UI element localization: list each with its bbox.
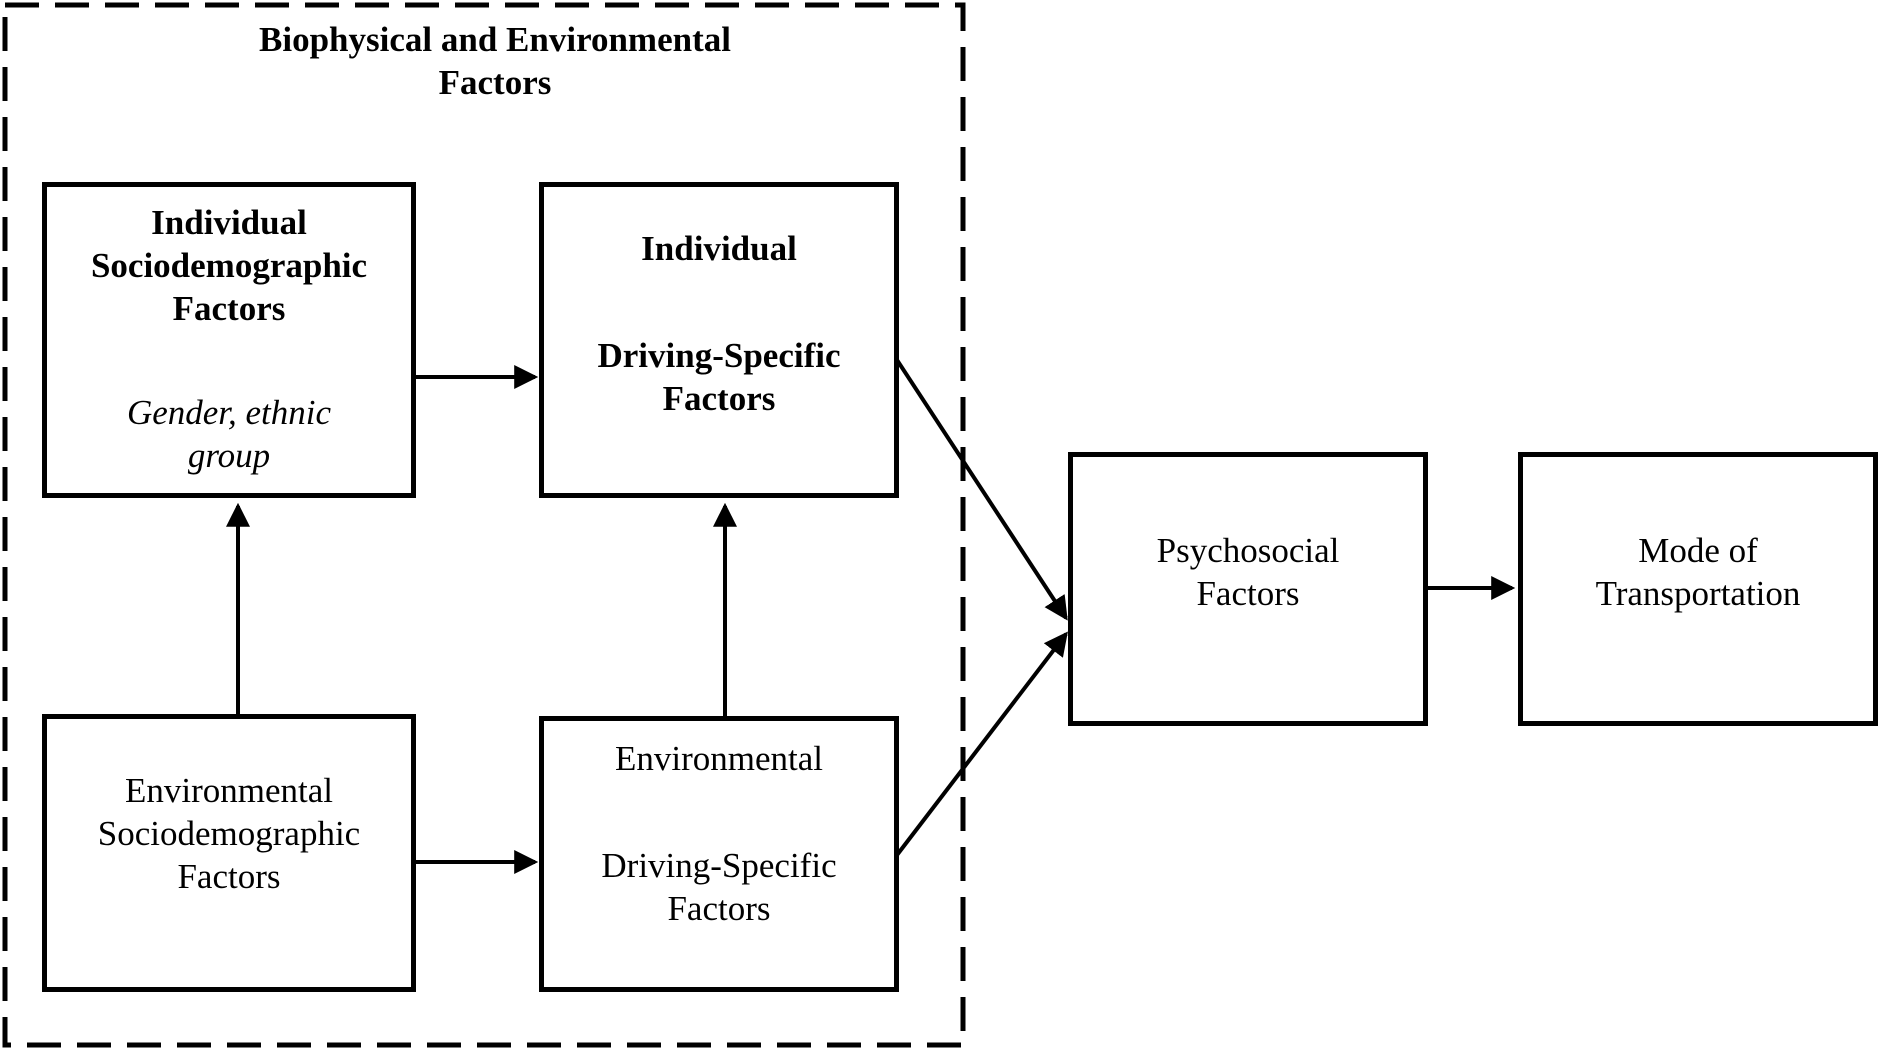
node-environmental-sociodemographic: Environmental Sociodemographic Factors	[42, 714, 416, 992]
node-examples-line2: group	[187, 436, 271, 475]
node-title-line1: Individual	[151, 203, 307, 242]
node-label-line1: Psychosocial	[1156, 531, 1340, 570]
node-environmental-driving-specific: Environmental Driving-Specific Factors	[539, 716, 899, 992]
node-label-line2: Driving-Specific	[601, 846, 837, 885]
node-label-line1: Environmental	[614, 739, 823, 778]
node-psychosocial-factors: Psychosocial Factors	[1068, 452, 1428, 726]
node-examples-line1: Gender, ethnic	[126, 393, 332, 432]
arrow-env-driving-to-psychosocial	[895, 631, 1068, 857]
group-boundary	[2, 2, 966, 1048]
node-label-line3: Factors	[667, 889, 771, 928]
node-label-line1: Mode of	[1638, 531, 1758, 570]
node-title-line2: Sociodemographic	[90, 246, 368, 285]
node-label-line3: Factors	[177, 857, 281, 896]
node-label-line2: Factors	[1196, 574, 1300, 613]
node-label-line1: Environmental	[124, 771, 333, 810]
group-title: Biophysical and Environmental Factors	[170, 18, 820, 104]
arrow-ind-driving-to-psychosocial	[895, 358, 1068, 621]
node-title-line2: Driving-Specific	[597, 336, 841, 375]
node-individual-sociodemographic: Individual Sociodemographic Factors Gend…	[42, 182, 416, 498]
node-label-line2: Sociodemographic	[97, 814, 361, 853]
group-title-line2: Factors	[438, 63, 552, 102]
node-individual-driving-specific: Individual Driving-Specific Factors	[539, 182, 899, 498]
node-label-line2: Transportation	[1595, 574, 1801, 613]
node-title-line3: Factors	[172, 289, 286, 328]
node-title-line3: Factors	[662, 379, 776, 418]
node-mode-of-transportation: Mode of Transportation	[1518, 452, 1878, 726]
group-title-line1: Biophysical and Environmental	[259, 20, 731, 59]
node-title-line1: Individual	[641, 229, 797, 268]
